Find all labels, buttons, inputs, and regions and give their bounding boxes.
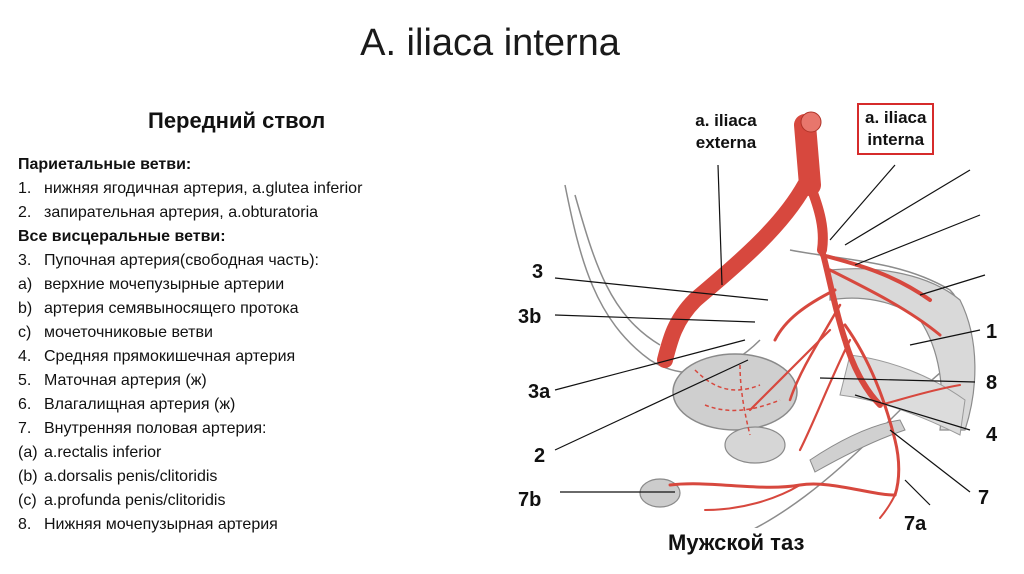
label-3b: 3b [514, 303, 545, 331]
visceral-heading: Все висцеральные ветви: [18, 225, 488, 249]
list-item: (b)a.dorsalis penis/clitoridis [18, 465, 488, 489]
label-4: 4 [982, 421, 1001, 449]
bladder [673, 354, 797, 430]
label-2: 2 [530, 442, 549, 470]
list-item: (c)a.profunda penis/clitoridis [18, 489, 488, 513]
vessel-lumen [801, 112, 821, 132]
internal-iliac-artery [810, 185, 823, 250]
prostate [725, 427, 785, 463]
label-iliaca-externa: a. iliaca externa [680, 110, 772, 154]
list-item: b)артерия семявыносящего протока [18, 297, 488, 321]
label-3: 3 [528, 258, 547, 286]
list-item: 7.Внутренняя половая артерия: [18, 417, 488, 441]
list-item: 8.Нижняя мочепузырная артерия [18, 513, 488, 537]
pelvis-artery-illustration [500, 100, 1024, 574]
list-item: 6.Влагалищная артерия (ж) [18, 393, 488, 417]
label-7a: 7a [900, 510, 930, 538]
label-3a: 3a [524, 378, 554, 406]
common-iliac-artery [805, 125, 810, 185]
list-item: c)мочеточниковые ветви [18, 321, 488, 345]
diagram-caption: Мужской таз [662, 528, 810, 558]
label-7: 7 [974, 484, 993, 512]
label-7b: 7b [514, 486, 545, 514]
section-subtitle: Передний ствол [148, 108, 325, 134]
label-iliaca-interna: a. iliaca interna [857, 103, 934, 155]
list-item: 2.запирательная артерия, a.obturatoria [18, 201, 488, 225]
external-iliac-artery [665, 185, 805, 360]
list-item: 3.Пупочная артерия(свободная часть): [18, 249, 488, 273]
list-item: 5.Маточная артерия (ж) [18, 369, 488, 393]
list-item: 4.Средняя прямокишечная артерия [18, 345, 488, 369]
list-item: a)верхние мочепузырные артерии [18, 273, 488, 297]
list-item: (a)a.rectalis inferior [18, 441, 488, 465]
parietal-heading: Париетальные ветви: [18, 153, 488, 177]
label-1: 1 [982, 318, 1001, 346]
label-8: 8 [982, 369, 1001, 397]
page-title: A. iliaca interna [0, 22, 980, 65]
branches-list: Париетальные ветви: 1.нижняя ягодичная а… [18, 153, 488, 537]
list-item: 1.нижняя ягодичная артерия, a.glutea inf… [18, 177, 488, 201]
